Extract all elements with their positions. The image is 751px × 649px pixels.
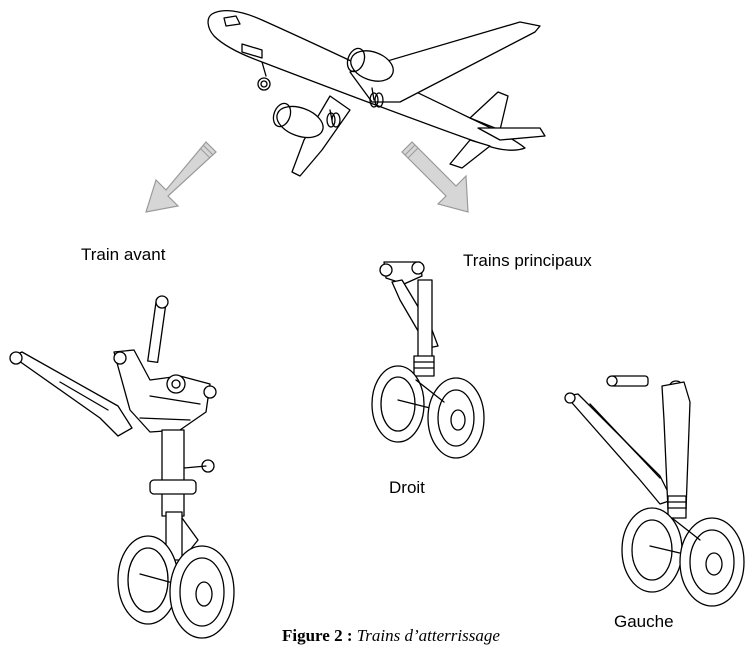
airplane-illustration xyxy=(207,9,546,177)
airplane-wing-upper xyxy=(349,21,541,103)
front-landing-gear xyxy=(9,295,235,639)
airplane-engine-right xyxy=(350,50,394,82)
left-gear-label: Gauche xyxy=(614,612,674,631)
right-gear-label: Droit xyxy=(389,478,425,497)
right-gear-wheel-right xyxy=(427,377,485,459)
airplane-engine-left xyxy=(276,105,324,139)
airplane-door xyxy=(241,43,263,59)
arrow-to-front-gear xyxy=(145,141,217,213)
airplane-vertical-tail xyxy=(469,91,509,131)
figure-title: Trains d’atterrissage xyxy=(356,626,500,645)
left-main-landing-gear xyxy=(564,375,745,607)
airplane-stabilizer-right xyxy=(477,127,546,141)
airplane-cockpit xyxy=(223,15,241,27)
right-main-landing-gear xyxy=(371,261,485,459)
main-gears-label: Trains principaux xyxy=(463,251,592,270)
airplane-wing-lower xyxy=(291,95,351,177)
front-gear-label: Train avant xyxy=(81,245,166,264)
airplane-stabilizer-left xyxy=(449,139,491,169)
airplane-nose-gear xyxy=(261,61,267,77)
figure-caption: Figure 2 : Trains d’atterrissage xyxy=(282,626,500,646)
arrow-to-main-gears xyxy=(401,141,469,213)
right-gear-wheel-left xyxy=(371,365,425,443)
front-gear-wheel-rear xyxy=(117,535,179,625)
figure-number: Figure 2 : xyxy=(282,626,353,645)
